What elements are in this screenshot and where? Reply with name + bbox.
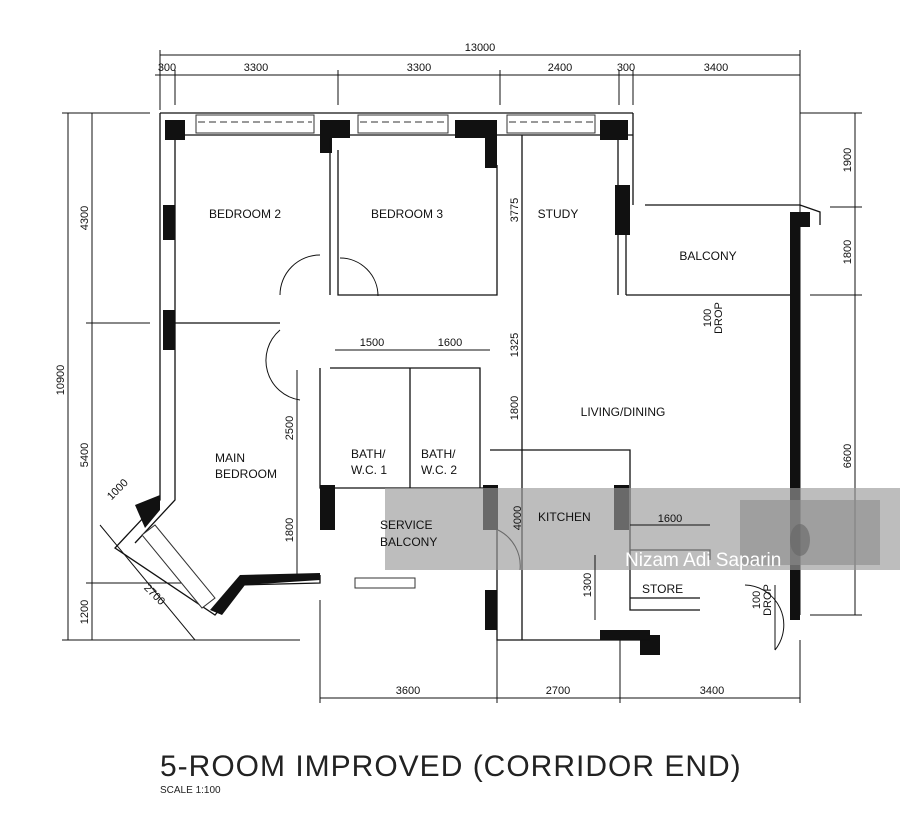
drop-label: 100 [702, 309, 714, 327]
room-service-balcony: SERVICE [380, 518, 432, 532]
dim-bath: 1600 [438, 337, 462, 349]
room-bedroom-2: BEDROOM 2 [209, 207, 281, 221]
room-bath-1: W.C. 1 [351, 463, 387, 477]
dim-left-total: 10900 [55, 365, 67, 396]
dim-inner: 1000 [105, 477, 131, 503]
room-living-dining: LIVING/DINING [581, 405, 666, 419]
dim-top: 300 [617, 62, 635, 74]
dim-inner: 1800 [284, 518, 296, 542]
plan-title: 5-ROOM IMPROVED (CORRIDOR END) [160, 750, 742, 783]
dim-left: 5400 [79, 443, 91, 467]
room-bath-2: BATH/ [421, 447, 456, 461]
drop-label: 100 [751, 591, 763, 609]
dim-top: 3300 [244, 62, 268, 74]
room-main-bedroom: MAIN [215, 451, 245, 465]
room-bedroom-3: BEDROOM 3 [371, 207, 443, 221]
top-dimensions: 13000 300 3300 3300 2400 300 3400 [155, 42, 801, 615]
dim-bottom: 3400 [700, 685, 724, 697]
right-dimensions: 1900 1800 6600 [800, 112, 862, 616]
dim-inner: 1300 [582, 573, 594, 597]
dim-top: 3300 [407, 62, 431, 74]
walls [114, 112, 821, 655]
dim-left: 4300 [79, 206, 91, 230]
dim-inner: 2700 [141, 582, 167, 608]
dim-bottom: 3600 [396, 685, 420, 697]
room-kitchen: KITCHEN [538, 510, 591, 524]
dim-inner: 1800 [509, 396, 521, 420]
dim-inner: 3775 [509, 198, 521, 222]
dim-top: 300 [158, 62, 176, 74]
dim-top-total: 13000 [465, 42, 496, 54]
watermark: Nizam Adi Saparin [385, 488, 900, 571]
drop-label: DROP [713, 302, 725, 334]
watermark-text: Nizam Adi Saparin [625, 550, 781, 571]
room-study: STUDY [538, 207, 579, 221]
dim-right: 1900 [842, 148, 854, 172]
plan-scale: SCALE 1:100 [160, 785, 221, 796]
room-service-balcony: BALCONY [380, 535, 437, 549]
inner-dimensions: 1500 1600 3775 1325 1800 2500 1800 1000 … [99, 198, 774, 641]
room-labels: BEDROOM 2 BEDROOM 3 STUDY BALCONY LIVING… [209, 207, 737, 596]
left-dimensions: 10900 4300 5400 1200 [55, 112, 300, 641]
dim-bottom: 2700 [546, 685, 570, 697]
room-main-bedroom: BEDROOM [215, 467, 277, 481]
dim-right: 1800 [842, 240, 854, 264]
bottom-dimensions: 3600 2700 3400 [319, 600, 801, 703]
room-balcony: BALCONY [679, 249, 736, 263]
room-bath-2: W.C. 2 [421, 463, 457, 477]
dim-inner: 4000 [512, 506, 524, 530]
room-bath-1: BATH/ [351, 447, 386, 461]
dim-left: 1200 [79, 600, 91, 624]
drop-label: DROP [762, 584, 774, 616]
room-store: STORE [642, 582, 683, 596]
dim-inner: 1325 [509, 333, 521, 357]
dim-bath: 1500 [360, 337, 384, 349]
dim-inner: 1600 [658, 513, 682, 525]
dim-inner: 2500 [284, 416, 296, 440]
dim-top: 3400 [704, 62, 728, 74]
dim-top: 2400 [548, 62, 572, 74]
dim-right: 6600 [842, 444, 854, 468]
